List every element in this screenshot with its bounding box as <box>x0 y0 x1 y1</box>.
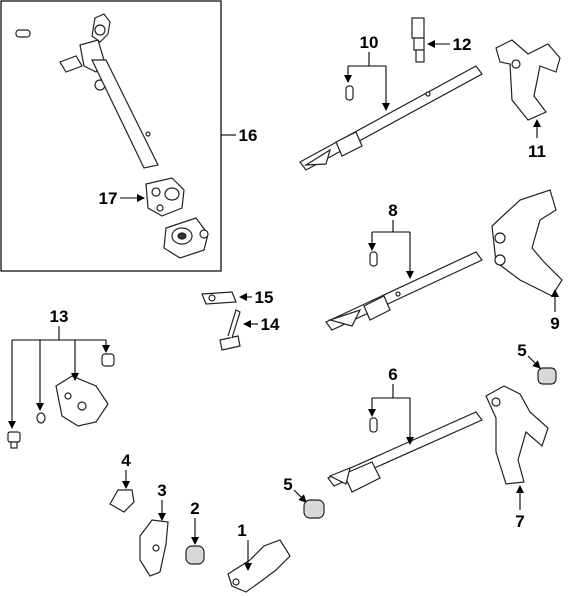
callout-12: 12 <box>453 35 472 54</box>
shift-fork-11[interactable] <box>495 39 561 121</box>
part-4[interactable] <box>109 489 135 513</box>
shift-block-17[interactable] <box>145 177 185 217</box>
spring-14[interactable] <box>219 309 241 351</box>
nut-13[interactable] <box>101 353 115 367</box>
callout-5-right: 5 <box>517 341 526 360</box>
shift-fork-9[interactable] <box>491 189 563 297</box>
callout-16: 16 <box>239 126 258 145</box>
bushing-5-left[interactable] <box>303 499 325 519</box>
callout-11: 11 <box>528 142 546 161</box>
clip-15[interactable] <box>201 291 237 305</box>
callout-labels: 1 2 3 4 5 5 6 7 8 9 10 11 12 13 14 15 16… <box>50 33 560 540</box>
callout-6: 6 <box>388 365 397 384</box>
pin-10[interactable] <box>345 85 354 101</box>
pin-6[interactable] <box>369 417 378 433</box>
bolt-13[interactable] <box>7 431 21 449</box>
callout-4: 4 <box>121 451 131 470</box>
bracket-13[interactable] <box>55 375 109 427</box>
callout-9: 9 <box>550 314 559 333</box>
callout-13: 13 <box>50 307 69 326</box>
part-2[interactable] <box>185 545 205 565</box>
part-3[interactable] <box>139 519 169 577</box>
callout-10: 10 <box>360 33 379 52</box>
washer-13[interactable] <box>36 412 46 424</box>
leaders <box>8 40 559 571</box>
callout-15: 15 <box>255 288 274 307</box>
bushing-5-right[interactable] <box>537 367 557 385</box>
callout-17: 17 <box>99 189 118 208</box>
callout-5-left: 5 <box>283 475 292 494</box>
sensor-12[interactable] <box>411 17 425 63</box>
callout-14: 14 <box>261 315 280 334</box>
callout-7: 7 <box>515 512 524 531</box>
callout-2: 2 <box>190 499 199 518</box>
callout-3: 3 <box>157 481 166 500</box>
shift-rail-8[interactable] <box>325 251 483 331</box>
shift-lever-assembly[interactable] <box>15 13 159 169</box>
shift-housing[interactable] <box>163 217 209 259</box>
shift-rail-6[interactable] <box>327 411 483 493</box>
callout-8: 8 <box>388 201 397 220</box>
shift-rail-10[interactable] <box>299 65 483 171</box>
pin-8[interactable] <box>369 251 378 267</box>
callout-1: 1 <box>237 521 246 540</box>
shift-fork-7[interactable] <box>485 385 549 485</box>
assembly-frame <box>0 0 222 272</box>
part-1[interactable] <box>227 539 291 593</box>
